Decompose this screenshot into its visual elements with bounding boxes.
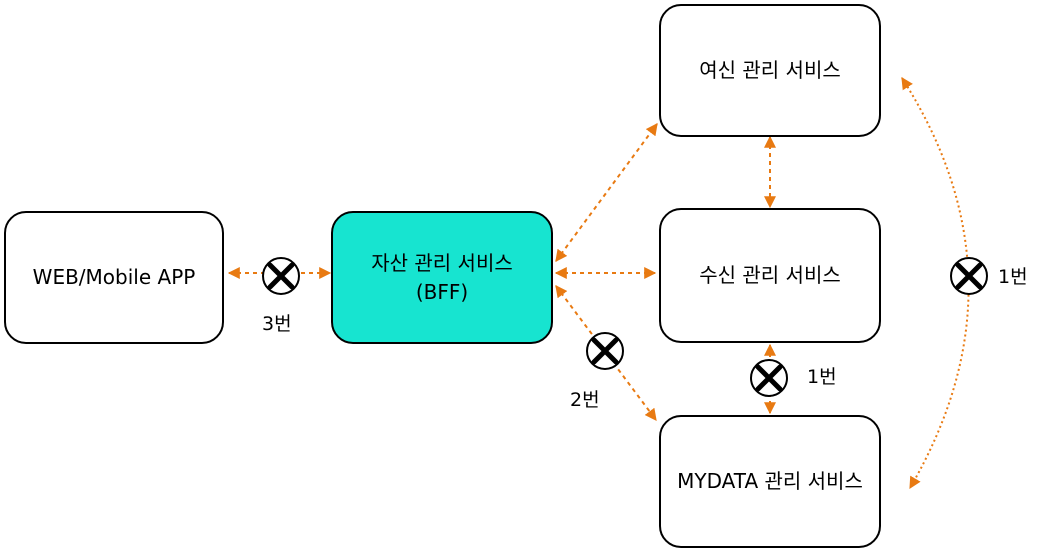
arrow-bff-remittance [555,123,658,262]
label-deposit-mydata: 1번 [807,366,837,388]
circle-x-icon [750,359,788,397]
circle-x-icon [262,257,300,295]
bff-service-box: 자산 관리 서비스 (BFF) [331,211,553,344]
circle-x-icon [950,257,988,295]
remittance-service-box: 여신 관리 서비스 [659,4,881,137]
label-bff-mydata: 2번 [570,389,600,411]
circle-x-icon [586,332,624,370]
label-remittance-mydata: 1번 [998,266,1028,288]
client-app-box: WEB/Mobile APP [4,211,224,344]
mydata-service-box: MYDATA 관리 서비스 [659,415,881,548]
label-client-bff: 3번 [262,313,292,335]
deposit-service-box: 수신 관리 서비스 [659,208,881,343]
